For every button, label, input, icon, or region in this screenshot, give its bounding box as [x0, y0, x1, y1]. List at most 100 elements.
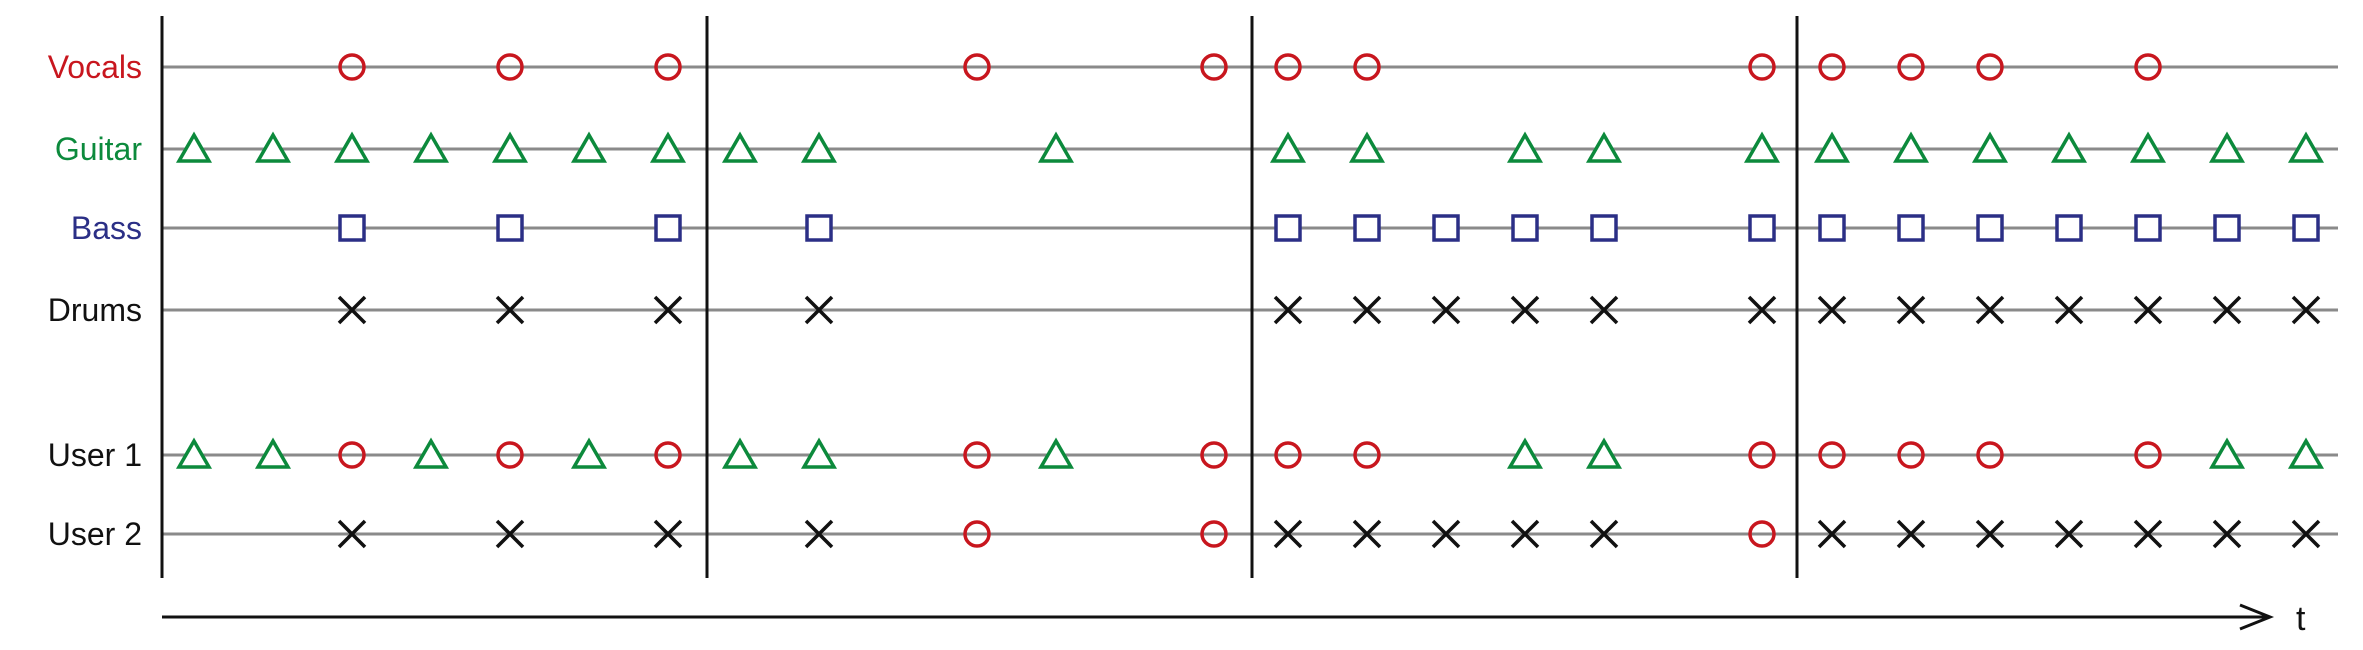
time-axis-label: t: [2296, 600, 2306, 638]
drums-cross-mark: [1896, 295, 1926, 325]
user2-cross-mark: [1896, 519, 1926, 549]
user1-triangle-mark: [1585, 437, 1623, 469]
user1-triangle-mark: [800, 437, 838, 469]
drums-cross-mark: [495, 295, 525, 325]
user2-cross-mark: [1273, 519, 1303, 549]
track-lines: [162, 65, 2338, 536]
user2-cross-mark: [653, 519, 683, 549]
bass-square-mark: [1511, 214, 1539, 242]
drums-cross-mark: [1589, 295, 1619, 325]
row-label-drums: Drums: [48, 292, 142, 328]
user1-triangle-mark: [2287, 437, 2325, 469]
user2-cross-mark: [495, 519, 525, 549]
guitar-triangle-mark: [333, 131, 371, 163]
bass-square-mark: [1976, 214, 2004, 242]
vocals-circle-mark: [338, 53, 366, 81]
user2-cross-mark: [337, 519, 367, 549]
vocals-circle-mark: [963, 53, 991, 81]
user1-circle-mark: [654, 441, 682, 469]
user1-triangle-mark: [2208, 437, 2246, 469]
drums-cross-mark: [1431, 295, 1461, 325]
event-marks: [175, 53, 2325, 549]
user2-cross-mark: [1817, 519, 1847, 549]
guitar-triangle-mark: [1269, 131, 1307, 163]
user1-triangle-mark: [721, 437, 759, 469]
guitar-triangle-mark: [649, 131, 687, 163]
guitar-triangle-mark: [175, 131, 213, 163]
drums-cross-mark: [2133, 295, 2163, 325]
user2-circle-mark: [963, 520, 991, 548]
user2-cross-mark: [2054, 519, 2084, 549]
guitar-triangle-mark: [1813, 131, 1851, 163]
row-label-user2: User 2: [48, 516, 142, 552]
user1-triangle-mark: [412, 437, 450, 469]
user2-cross-mark: [2133, 519, 2163, 549]
drums-cross-mark: [804, 295, 834, 325]
bass-square-mark: [2055, 214, 2083, 242]
guitar-triangle-mark: [2287, 131, 2325, 163]
bass-square-mark: [1274, 214, 1302, 242]
guitar-triangle-mark: [2050, 131, 2088, 163]
bass-square-mark: [1432, 214, 1460, 242]
drums-cross-mark: [1747, 295, 1777, 325]
guitar-triangle-mark: [2208, 131, 2246, 163]
bass-square-mark: [2213, 214, 2241, 242]
guitar-triangle-mark: [1743, 131, 1781, 163]
guitar-triangle-mark: [1585, 131, 1623, 163]
drums-cross-mark: [2212, 295, 2242, 325]
user1-triangle-mark: [254, 437, 292, 469]
user1-triangle-mark: [175, 437, 213, 469]
row-label-user1: User 1: [48, 437, 142, 473]
bass-square-mark: [338, 214, 366, 242]
user1-circle-mark: [963, 441, 991, 469]
drums-cross-mark: [2054, 295, 2084, 325]
bass-square-mark: [805, 214, 833, 242]
user2-cross-mark: [1975, 519, 2005, 549]
vocals-circle-mark: [1748, 53, 1776, 81]
user2-cross-mark: [1510, 519, 1540, 549]
user1-circle-mark: [1976, 441, 2004, 469]
user1-triangle-mark: [1037, 437, 1075, 469]
vocals-circle-mark: [2134, 53, 2162, 81]
guitar-triangle-mark: [254, 131, 292, 163]
bass-square-mark: [496, 214, 524, 242]
user1-circle-mark: [1748, 441, 1776, 469]
vocals-circle-mark: [1818, 53, 1846, 81]
vocals-circle-mark: [496, 53, 524, 81]
guitar-triangle-mark: [1971, 131, 2009, 163]
user2-circle-mark: [1200, 520, 1228, 548]
user1-triangle-mark: [570, 437, 608, 469]
guitar-triangle-mark: [721, 131, 759, 163]
guitar-triangle-mark: [800, 131, 838, 163]
row-label-bass: Bass: [71, 210, 142, 246]
row-label-vocals: Vocals: [48, 49, 142, 85]
user2-cross-mark: [804, 519, 834, 549]
vocals-circle-mark: [1274, 53, 1302, 81]
bass-square-mark: [654, 214, 682, 242]
user2-circle-mark: [1748, 520, 1776, 548]
guitar-triangle-mark: [1506, 131, 1544, 163]
vocals-circle-mark: [1353, 53, 1381, 81]
guitar-triangle-mark: [491, 131, 529, 163]
user2-cross-mark: [1431, 519, 1461, 549]
guitar-triangle-mark: [570, 131, 608, 163]
bass-square-mark: [2292, 214, 2320, 242]
bass-square-mark: [1353, 214, 1381, 242]
section-dividers: [160, 16, 1799, 578]
guitar-triangle-mark: [1348, 131, 1386, 163]
bass-square-mark: [1590, 214, 1618, 242]
vocals-circle-mark: [1976, 53, 2004, 81]
bass-square-mark: [1748, 214, 1776, 242]
user1-circle-mark: [1274, 441, 1302, 469]
guitar-triangle-mark: [1037, 131, 1075, 163]
drums-cross-mark: [1510, 295, 1540, 325]
user1-triangle-mark: [1506, 437, 1544, 469]
user1-circle-mark: [1818, 441, 1846, 469]
user1-circle-mark: [1353, 441, 1381, 469]
user1-circle-mark: [338, 441, 366, 469]
time-axis-arrowhead: [2239, 603, 2275, 631]
user1-circle-mark: [496, 441, 524, 469]
drums-cross-mark: [1975, 295, 2005, 325]
